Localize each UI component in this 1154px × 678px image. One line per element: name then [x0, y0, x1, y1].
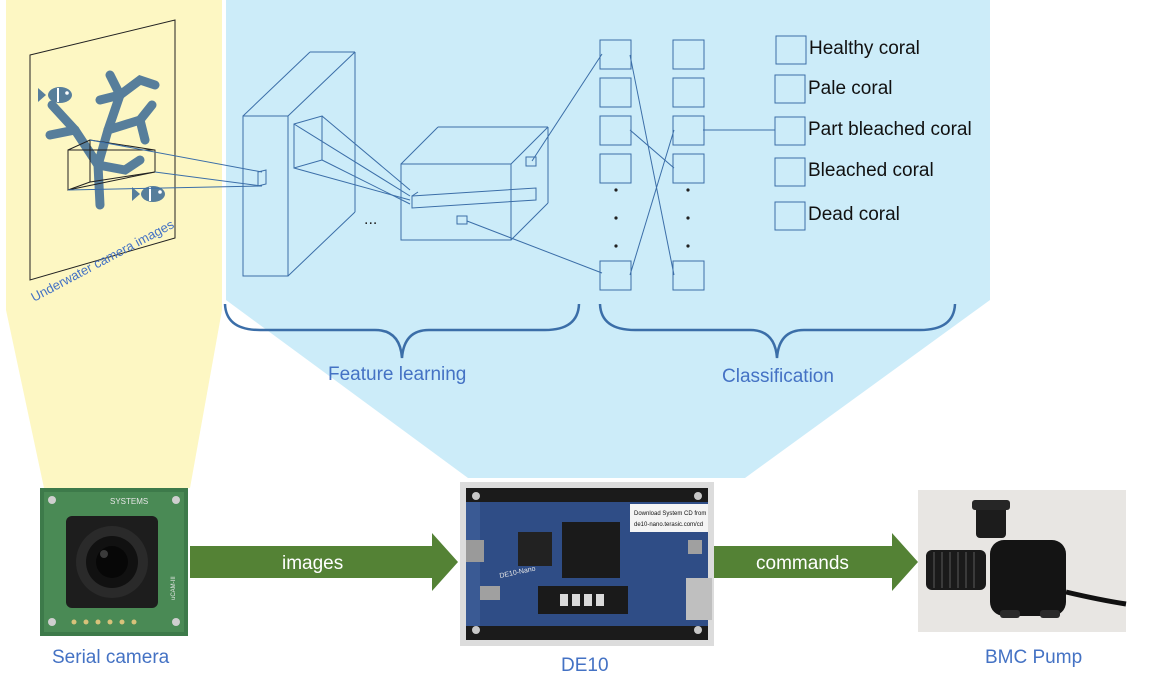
fc-layer-2	[672, 39, 705, 291]
projection-lines	[67, 139, 267, 191]
class-label-dead: Dead coral	[808, 204, 900, 225]
class-label-part-bleached: Part bleached coral	[808, 119, 972, 140]
board-sticker-line2: de10-nano.terasic.com/cd	[634, 522, 703, 528]
output-layer	[774, 35, 807, 231]
de10-board-photo: Download System CD from de10-nano.terasi…	[460, 482, 714, 646]
fc-layer-1-dots	[614, 188, 618, 248]
class-label-healthy: Healthy coral	[809, 38, 920, 59]
commands-arrow-label: commands	[756, 553, 849, 574]
commands-arrow: commands	[714, 533, 918, 591]
bmc-pump-label: BMC Pump	[985, 647, 1082, 668]
class-label-bleached: Bleached coral	[808, 160, 934, 181]
classification-label: Classification	[722, 366, 834, 387]
serial-camera-label: Serial camera	[52, 647, 170, 668]
serial-camera-photo: SYSTEMS uCAM-III	[40, 488, 188, 636]
fish-icon	[38, 87, 72, 103]
images-arrow: images	[190, 533, 458, 591]
de10-label: DE10	[561, 655, 609, 676]
classification-brace	[598, 303, 957, 359]
conv-volume-1	[242, 51, 411, 277]
fc-layer-2-dots	[686, 188, 690, 248]
bmc-pump-photo	[918, 490, 1127, 632]
board-sticker-line1: Download System CD from	[634, 511, 706, 517]
cnn-panel	[226, 0, 990, 478]
conv-volume-2	[400, 126, 549, 241]
feature-learning-label: Feature learning	[328, 364, 466, 385]
fish-icon	[132, 186, 165, 202]
camera-model-text: uCAM-III	[171, 576, 177, 600]
camera-view-panel	[6, 0, 222, 488]
fc-layer-1	[599, 39, 632, 291]
ellipsis-label: ...	[364, 211, 377, 228]
feature-learning-brace	[223, 303, 581, 359]
images-arrow-label: images	[282, 553, 343, 574]
camera-brand-text: SYSTEMS	[110, 497, 148, 506]
fc-connections	[466, 53, 775, 276]
coral-icon	[45, 70, 160, 210]
class-label-pale: Pale coral	[808, 78, 893, 99]
